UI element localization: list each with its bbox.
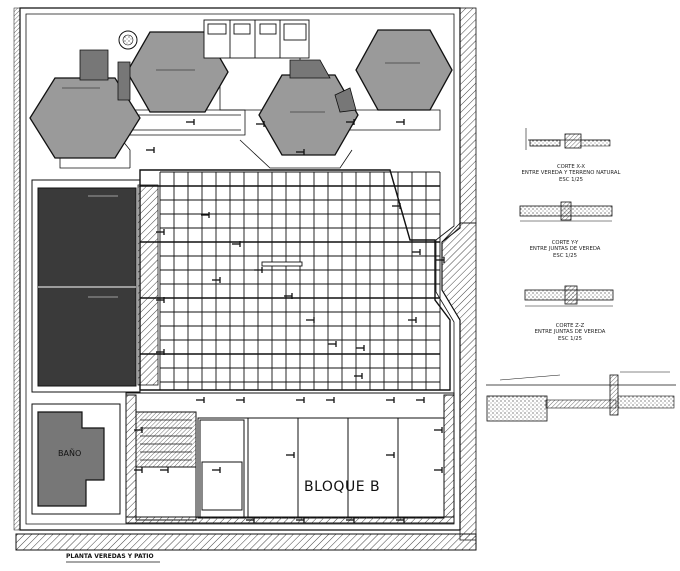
hexagon-block-3: [258, 74, 359, 156]
sports-court: [31, 179, 159, 393]
tree-symbol: [118, 30, 138, 50]
section-detail-zz: [524, 285, 614, 307]
section-title: CORTE X-X: [556, 164, 586, 170]
section-desc: ENTRE JUNTAS DE VEREDA: [529, 246, 601, 253]
bathroom-label: BAÑO: [58, 449, 82, 458]
section-caption-zz: CORTE Z-Z ENTRE JUNTAS DE VEREDA ESC 1/2…: [505, 323, 635, 342]
bathroom-block: [31, 403, 121, 515]
perimeter-wall: [13, 7, 477, 541]
patio-grid: [139, 169, 451, 391]
bloque-b-building: [125, 392, 455, 524]
section-title: CORTE Z-Z: [555, 323, 585, 329]
section-scale: ESC 1/25: [559, 176, 583, 183]
ground-strip: [15, 533, 477, 551]
block-b-label: BLOQUE B: [304, 479, 381, 495]
section-scale: ESC 1/25: [558, 335, 582, 342]
hexagon-blocks: [29, 29, 453, 159]
drawing-title: PLANTA VEREDAS Y PATIO: [66, 553, 154, 560]
section-caption-yy: CORTE Y-Y ENTRE JUNTAS DE VEREDA ESC 1/2…: [500, 240, 630, 259]
section-caption-xx: CORTE X-X ENTRE VEREDA Y TERRENO NATURAL…: [506, 164, 636, 183]
hexagon-block-4: [355, 29, 453, 111]
section-detail-long: [486, 371, 676, 422]
section-detail-xx: [525, 128, 611, 150]
joint-markers: [134, 119, 445, 523]
service-building: [203, 19, 310, 59]
section-title: CORTE Y-Y: [551, 240, 579, 246]
section-scale: ESC 1/25: [553, 252, 577, 259]
section-desc: ENTRE VEREDA Y TERRENO NATURAL: [521, 170, 621, 177]
section-desc: ENTRE JUNTAS DE VEREDA: [534, 329, 606, 336]
hexagon-block-1: [29, 77, 141, 159]
section-detail-yy: [519, 201, 613, 222]
